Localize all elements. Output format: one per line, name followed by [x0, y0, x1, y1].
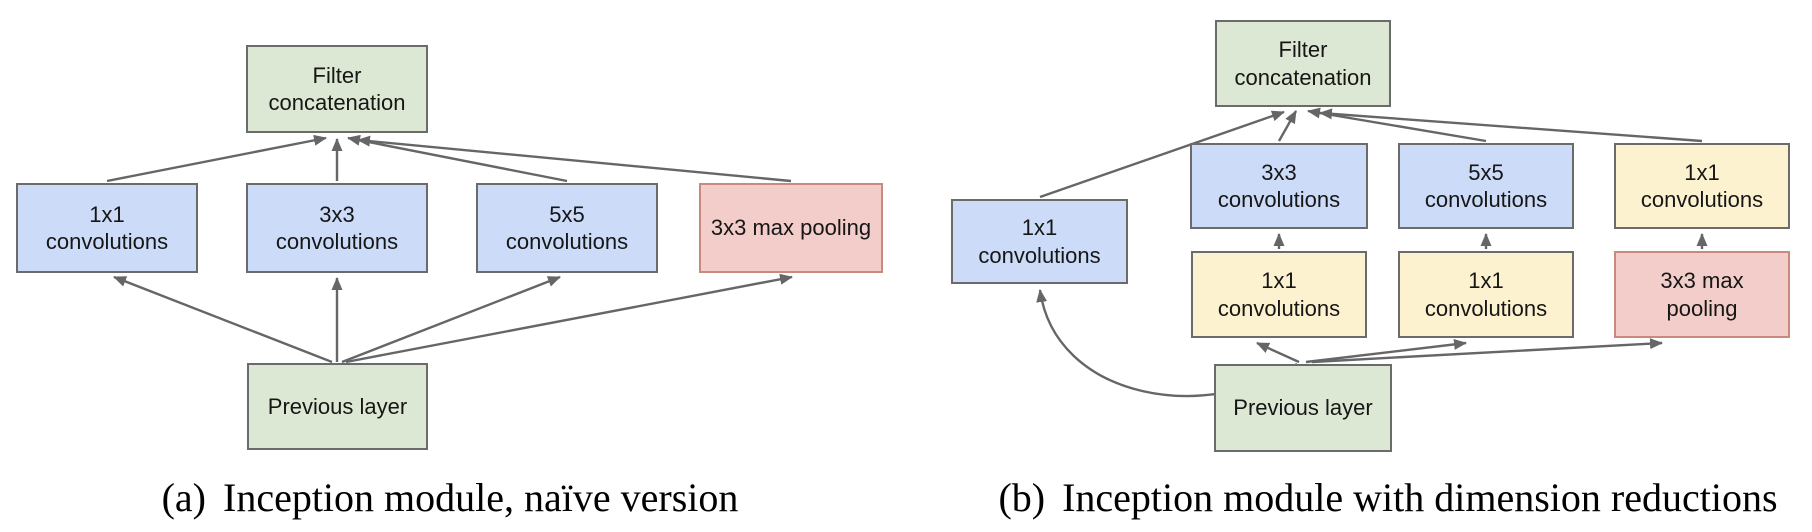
- node-b-filter-concatenation: Filter concatenation: [1215, 20, 1391, 107]
- edge-b-prev-to-pool: [1311, 338, 1663, 364]
- edge-a-pool-to-concat: [357, 135, 792, 183]
- edge-b-1x1branch-to-concat: [1039, 110, 1285, 199]
- edge-a-prev-to-1x1: [113, 275, 333, 364]
- node-a-previous-layer: Previous layer: [247, 363, 428, 450]
- edge-b-prev-to-reduce3x3: [1256, 341, 1300, 364]
- node-a-1x1-convolutions: 1x1 convolutions: [16, 183, 198, 273]
- edge-a-1x1-to-concat: [106, 134, 327, 183]
- node-b-previous-layer-label: Previous layer: [1233, 395, 1373, 421]
- edge-b-prev-to-reduce5x5: [1305, 338, 1467, 364]
- node-b-3x3-max-pooling-label: 3x3 max pooling: [1660, 268, 1744, 321]
- node-b-1x1-convolutions-after-pool-label: 1x1 convolutions: [1640, 159, 1764, 213]
- node-a-filter-concatenation: Filter concatenation: [246, 45, 428, 133]
- edge-a-prev-to-pool: [345, 273, 793, 364]
- node-b-1x1-reduce-before-3x3-label: 1x1 convolutions: [1217, 268, 1341, 321]
- node-a-3x3-convolutions-label: 3x3 convolutions: [275, 201, 399, 255]
- node-b-5x5-convolutions: 5x5 convolutions: [1398, 143, 1574, 229]
- node-a-5x5-convolutions-label: 5x5 convolutions: [505, 201, 629, 255]
- node-b-1x1-convolutions-branch-label: 1x1 convolutions: [978, 215, 1101, 268]
- caption-a: (a) Inception module, naïve version: [162, 474, 739, 521]
- caption-a-text: Inception module, naïve version: [222, 475, 739, 520]
- edge-b-5x5-to-concat: [1307, 107, 1487, 143]
- caption-b: (b) Inception module with dimension reduc…: [998, 474, 1777, 521]
- edge-a-prev-to-5x5: [341, 275, 561, 364]
- node-a-3x3-max-pooling: 3x3 max pooling: [699, 183, 883, 273]
- edge-b-1x1pool-to-concat: [1319, 108, 1703, 143]
- node-a-filter-concatenation-label: Filter concatenation: [268, 62, 406, 116]
- node-a-5x5-convolutions: 5x5 convolutions: [476, 183, 658, 273]
- node-b-3x3-convolutions: 3x3 convolutions: [1190, 143, 1368, 229]
- node-b-3x3-max-pooling: 3x3 max pooling: [1614, 251, 1790, 338]
- node-a-previous-layer-label: Previous layer: [267, 393, 408, 419]
- node-b-previous-layer: Previous layer: [1214, 364, 1392, 452]
- node-b-1x1-convolutions-after-pool: 1x1 convolutions: [1614, 143, 1790, 229]
- edge-a-5x5-to-concat: [347, 134, 568, 183]
- caption-a-index: (a): [161, 475, 206, 520]
- caption-b-index: (b): [998, 475, 1046, 520]
- caption-b-text: Inception module with dimension reductio…: [1062, 475, 1778, 520]
- node-b-3x3-convolutions-label: 3x3 convolutions: [1217, 159, 1341, 213]
- node-b-filter-concatenation-label: Filter concatenation: [1234, 37, 1372, 90]
- node-a-3x3-convolutions: 3x3 convolutions: [246, 183, 428, 273]
- node-b-1x1-convolutions-branch: 1x1 convolutions: [951, 199, 1128, 284]
- node-a-3x3-max-pooling-label: 3x3 max pooling: [710, 215, 872, 241]
- node-a-1x1-convolutions-label: 1x1 convolutions: [45, 201, 169, 255]
- node-b-1x1-reduce-before-5x5-label: 1x1 convolutions: [1424, 268, 1548, 321]
- node-b-1x1-reduce-before-3x3: 1x1 convolutions: [1191, 251, 1367, 338]
- edge-b-3x3-to-concat: [1277, 110, 1298, 142]
- node-b-5x5-convolutions-label: 5x5 convolutions: [1424, 159, 1548, 213]
- node-b-1x1-reduce-before-5x5: 1x1 convolutions: [1398, 251, 1574, 338]
